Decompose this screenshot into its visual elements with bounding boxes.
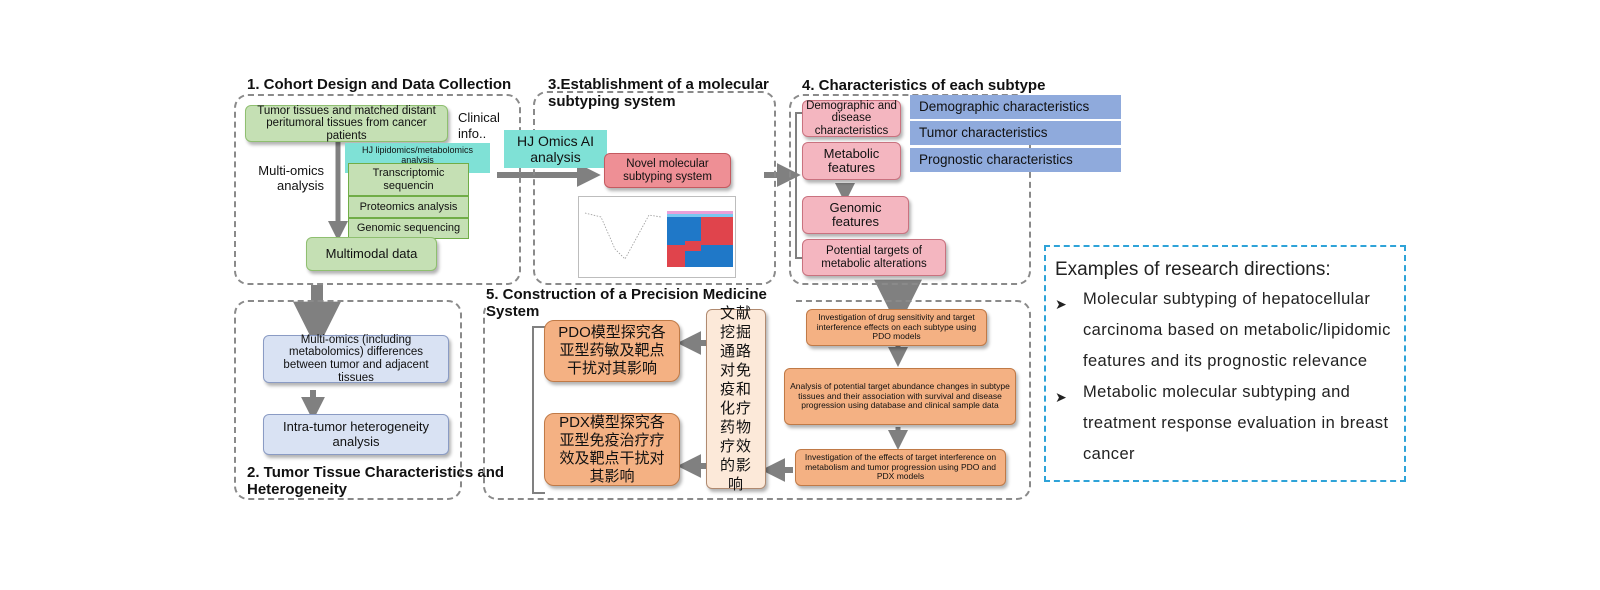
pdo-model-box: PDO模型探究各亚型药敏及靶点干扰对其影响	[544, 320, 680, 382]
example-item-1: Molecular subtyping of hepatocellular ca…	[1083, 290, 1391, 370]
panel-cohort-design	[234, 94, 521, 285]
clinical-info-label: Clinical info..	[458, 110, 500, 141]
tumor-tissues-box: Tumor tissues and matched distant peritu…	[245, 105, 448, 142]
metabolic-features-box: Metabolic features	[802, 142, 901, 180]
section3-title: 3.Establishment of a molecular subtyping…	[548, 76, 769, 110]
example-item-2: Metabolic molecular subtyping and treatm…	[1083, 383, 1389, 463]
target-abundance-box: Analysis of potential target abundance c…	[784, 368, 1016, 425]
consensus-plot-image	[584, 211, 733, 267]
section5-title: 5. Construction of a Precision Medicine …	[486, 286, 796, 320]
pdx-model-box: PDX模型探究各亚型免疫治疗疗效及靶点干扰对其影响	[544, 413, 680, 486]
literature-mining-box: 文献挖掘通路对免疫和化疗药物疗效的影响	[706, 305, 766, 493]
multi-omics-label: Multi-omics analysis	[258, 163, 324, 193]
genomic-sequencing-box: Genomic sequencing	[348, 218, 469, 239]
bracket-section5	[532, 326, 545, 494]
potential-targets-box: Potential targets of metabolic alteratio…	[802, 239, 946, 276]
intra-tumor-heterogeneity-box: Intra-tumor heterogeneity analysis	[263, 414, 449, 455]
section1-title: 1. Cohort Design and Data Collection	[247, 76, 512, 93]
drug-sensitivity-box: Investigation of drug sensitivity and ta…	[806, 309, 987, 346]
demographic-characteristics-bar: Demographic characteristics	[910, 95, 1121, 119]
research-examples-box: Examples of research directions: ➤ Molec…	[1044, 245, 1406, 482]
bullet-arrow-icon: ➤	[1055, 389, 1067, 405]
section2-title: 2. Tumor Tissue Characteristics and Hete…	[247, 464, 505, 498]
demographic-box: Demographic and disease characteristics	[802, 100, 901, 137]
panel-subtyping-system	[533, 91, 776, 285]
multimodal-data-box: Multimodal data	[306, 237, 437, 271]
section4-title: 4. Characteristics of each subtype	[802, 77, 1046, 94]
panel-tumor-heterogeneity	[234, 300, 462, 500]
novel-subtyping-box: Novel molecular subtyping system	[604, 153, 731, 188]
target-effects-box: Investigation of the effects of target i…	[795, 449, 1006, 486]
prognostic-characteristics-bar: Prognostic characteristics	[910, 148, 1121, 172]
bullet-arrow-icon: ➤	[1055, 296, 1067, 312]
tumor-characteristics-bar: Tumor characteristics	[910, 121, 1121, 145]
subtyping-thumbnail	[578, 196, 736, 278]
ai-analysis-box: HJ Omics AI analysis	[504, 130, 607, 168]
examples-heading: Examples of research directions:	[1055, 259, 1331, 280]
proteomics-box: Proteomics analysis	[348, 196, 469, 218]
genomic-features-box: Genomic features	[802, 196, 909, 234]
bracket-section4	[795, 112, 806, 259]
transcriptomic-box: Transcriptomic sequencin	[348, 163, 469, 196]
multiomics-differences-box: Multi-omics (including metabolomics) dif…	[263, 334, 449, 384]
